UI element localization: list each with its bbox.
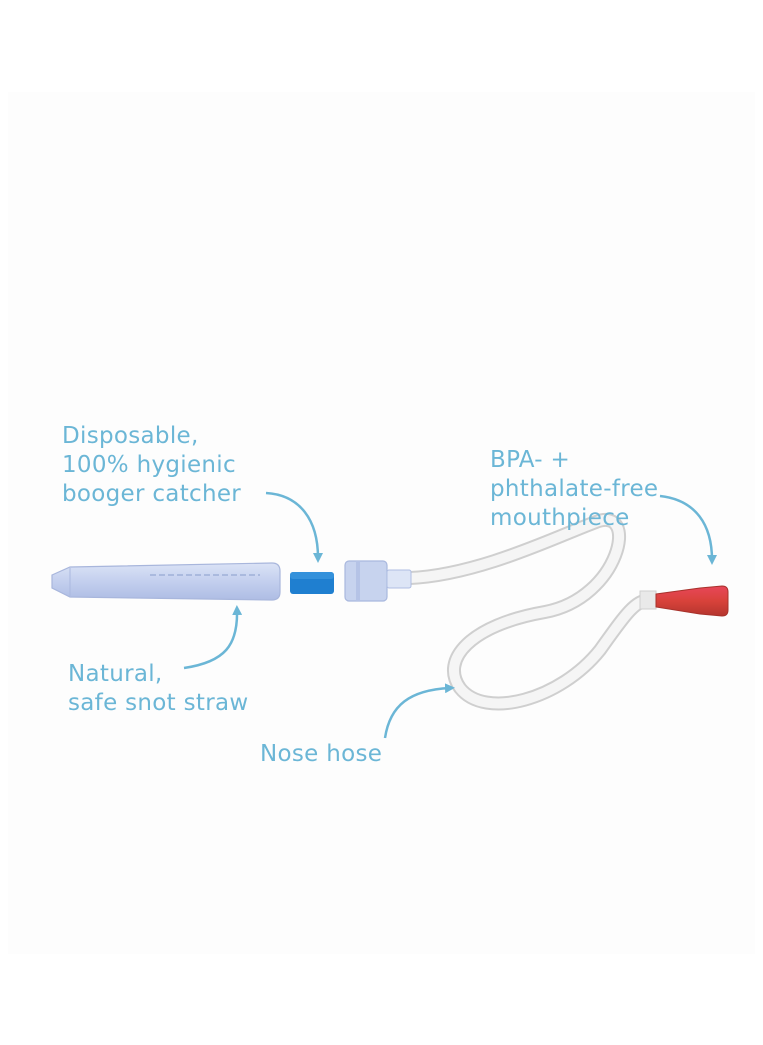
nose-hose [403, 513, 657, 711]
callout-line: Disposable, [62, 423, 199, 449]
mouthpiece [639, 585, 729, 617]
callout-line: Nose hose [260, 741, 383, 767]
callout-nose-hose: Nose hose [260, 740, 382, 769]
callout-line: Natural, [68, 661, 163, 687]
booger-catcher-filter [290, 572, 334, 594]
callout-line: 100% hygienic [62, 452, 236, 478]
snot-straw [51, 562, 281, 601]
callout-mouthpiece: BPA- + phthalate-free mouthpiece [490, 446, 658, 533]
hose-arrow [383, 683, 455, 739]
callout-line: phthalate-free [490, 476, 659, 502]
catcher-arrow [265, 491, 323, 563]
callout-snot-straw: Natural, safe snot straw [68, 660, 248, 718]
straw-arrow [183, 605, 243, 670]
callout-line: safe snot straw [68, 690, 249, 716]
diagram-background [8, 92, 755, 954]
mouthpiece-arrow [659, 494, 717, 565]
hose-connector [344, 560, 412, 602]
callout-line: mouthpiece [490, 505, 630, 531]
callout-line: BPA- + [490, 447, 571, 473]
callout-line: booger catcher [62, 481, 242, 507]
callout-booger-catcher: Disposable, 100% hygienic booger catcher [62, 422, 241, 509]
